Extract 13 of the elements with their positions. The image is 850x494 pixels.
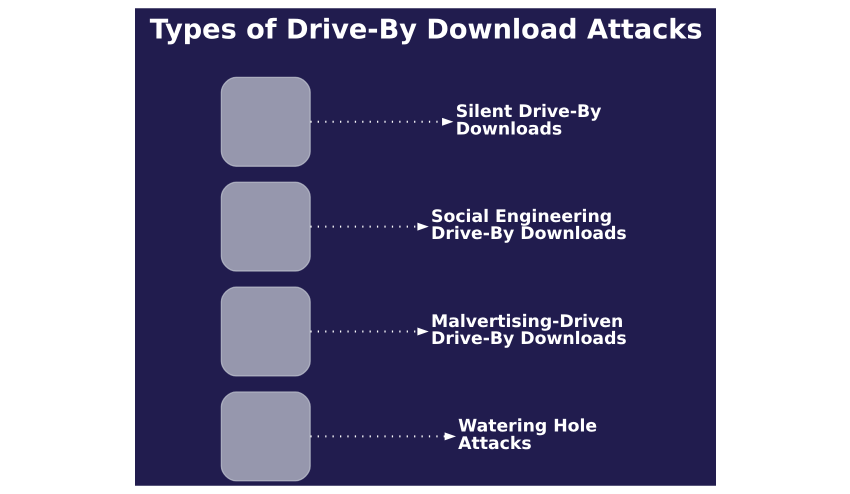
node-box bbox=[220, 391, 310, 482]
node-box bbox=[220, 182, 310, 272]
arrow bbox=[310, 118, 453, 126]
node-box bbox=[220, 76, 310, 167]
node-text: Silent Drive-By Downloads bbox=[455, 102, 601, 140]
arrow bbox=[310, 222, 428, 231]
arrow bbox=[310, 328, 428, 336]
node-text: Social Engineering Drive-By Downloads bbox=[430, 206, 626, 244]
node-text: Watering Hole Attacks bbox=[458, 416, 597, 454]
node-box bbox=[220, 286, 310, 377]
arrow bbox=[310, 432, 456, 440]
diagram-title: Types of Drive-By Download Attacks bbox=[149, 14, 702, 46]
node-text: Malvertising-Driven Drive-By Downloads bbox=[430, 312, 626, 350]
